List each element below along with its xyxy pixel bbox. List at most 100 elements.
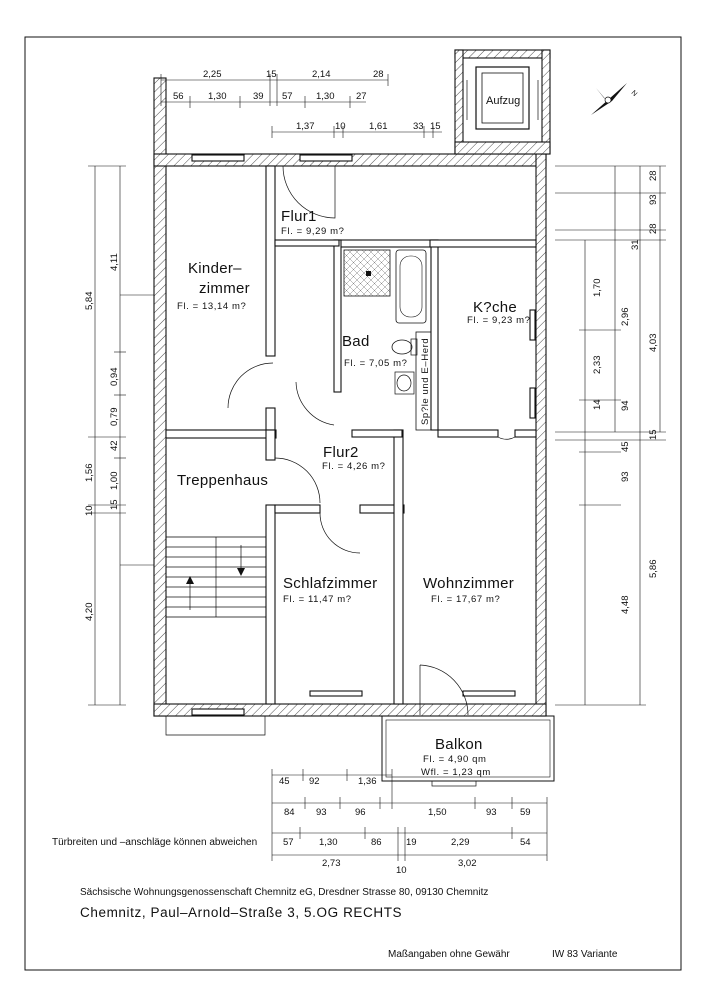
windows (191, 154, 536, 716)
compass-north-label: N (630, 89, 639, 98)
dim-left: 10 (84, 505, 95, 516)
dim-bottom: 19 (406, 837, 417, 848)
dim-right: 15 (648, 429, 659, 440)
dimension-lines (88, 74, 666, 861)
kinderzimmer-label-line1: Kinder– (188, 260, 242, 277)
walls (153, 49, 551, 717)
dim-top: 33 (413, 121, 424, 132)
dim-bottom: 1,36 (358, 776, 377, 787)
dim-bottom: 93 (486, 807, 497, 818)
dim-bottom: 92 (309, 776, 320, 787)
dim-top: 27 (356, 91, 367, 102)
dim-top: 1,30 (316, 91, 335, 102)
dim-left: 0,94 (109, 368, 120, 387)
dim-top: 57 (282, 91, 293, 102)
disclaimer: Maßangaben ohne Gewähr (388, 949, 510, 960)
dim-bottom: 54 (520, 837, 531, 848)
dim-right: 14 (592, 399, 603, 410)
dim-bottom: 84 (284, 807, 295, 818)
dim-bottom: 96 (355, 807, 366, 818)
dim-left: 42 (109, 440, 120, 451)
variant-label: IW 83 Variante (552, 949, 618, 960)
schlafzimmer-area: Fl. = 11,47 m? (283, 594, 352, 605)
door-note: Türbreiten und –anschläge können abweich… (52, 837, 257, 848)
bad-area: Fl. = 7,05 m? (344, 358, 408, 369)
dim-top: 10 (335, 121, 346, 132)
elevator (466, 66, 539, 130)
flur2-area: Fl. = 4,26 m? (322, 461, 386, 472)
dim-right: 4,48 (620, 596, 631, 615)
dim-right: 2,33 (592, 356, 603, 375)
staircase (165, 536, 267, 618)
address-line: Chemnitz, Paul–Arnold–Straße 3, 5.OG REC… (80, 905, 402, 920)
schlafzimmer-label: Schlafzimmer (283, 575, 377, 592)
balcony (165, 715, 555, 787)
wohnzimmer-label: Wohnzimmer (423, 575, 514, 592)
dim-bottom: 57 (283, 837, 294, 848)
kinderzimmer-label-line2: zimmer (199, 280, 250, 297)
dim-left: 4,11 (109, 253, 120, 271)
dim-bottom: 2,29 (451, 837, 470, 848)
dim-bottom: 3,02 (458, 858, 477, 869)
dim-top: 39 (253, 91, 264, 102)
dim-right: 1,70 (592, 279, 603, 298)
dim-right: 2,96 (620, 308, 631, 327)
dim-bottom: 1,30 (319, 837, 338, 848)
dim-top: 28 (373, 69, 384, 80)
dim-bottom: 93 (316, 807, 327, 818)
dim-right: 28 (648, 170, 659, 181)
dim-top: 2,14 (312, 69, 331, 80)
dim-bottom: 45 (279, 776, 290, 787)
flur2-label: Flur2 (323, 444, 359, 461)
dim-left: 0,79 (109, 408, 120, 427)
dimension-texts-top: 2,25 15 2,14 28 56 1,30 39 57 1,30 27 1,… (173, 69, 441, 132)
door-swings (227, 165, 516, 716)
kinderzimmer-area: Fl. = 13,14 m? (177, 301, 246, 312)
kueche-area: Fl. = 9,23 m? (467, 315, 531, 326)
flur1-area: Fl. = 9,29 m? (281, 226, 345, 237)
dim-right: 94 (620, 400, 631, 411)
dim-right: 93 (620, 471, 631, 482)
balkon-label: Balkon (435, 736, 483, 753)
balkon-area: Fl. = 4,90 qm (423, 754, 487, 765)
wohnzimmer-area: Fl. = 17,67 m? (431, 594, 500, 605)
dim-right: 31 (630, 239, 641, 250)
bad-label: Bad (342, 333, 370, 350)
dim-top: 1,61 (369, 121, 388, 132)
balkon-living-area: Wfl. = 1,23 qm (421, 767, 491, 778)
dim-right: 45 (620, 441, 631, 452)
dim-bottom: 1,50 (428, 807, 447, 818)
bathroom-fixtures (343, 249, 432, 431)
compass-rose: N (591, 83, 638, 115)
dim-bottom: 59 (520, 807, 531, 818)
dimension-texts-bottom: 45 92 1,36 84 93 96 1,50 93 59 57 1,30 8… (279, 776, 531, 876)
dim-left: 1,56 (84, 464, 95, 483)
room-labels: Kinder– zimmer Fl. = 13,14 m? Flur1 Fl. … (177, 95, 531, 778)
treppenhaus-label: Treppenhaus (177, 472, 268, 489)
dim-top: 56 (173, 91, 184, 102)
dim-top: 1,30 (208, 91, 227, 102)
dim-left: 5,84 (84, 292, 95, 311)
dim-left: 4,20 (84, 603, 95, 622)
dim-top: 1,37 (296, 121, 315, 132)
dim-bottom: 10 (396, 865, 407, 876)
spuele-label: Sp?le und E–Herd (420, 338, 431, 425)
dim-top: 2,25 (203, 69, 222, 80)
dimension-texts-left: 5,84 1,56 10 4,20 4,11 0,94 0,79 42 1,00… (84, 253, 120, 621)
dim-top: 15 (430, 121, 441, 132)
title-block: Türbreiten und –anschläge können abweich… (52, 837, 618, 960)
dim-right: 28 (648, 223, 659, 234)
company-line: Sächsische Wohnungsgenossenschaft Chemni… (80, 887, 488, 898)
dim-left: 1,00 (109, 472, 120, 491)
flur1-label: Flur1 (281, 208, 317, 225)
dim-right: 5,86 (648, 560, 659, 579)
kueche-label: K?che (473, 299, 517, 316)
dim-right: 93 (648, 194, 659, 205)
dim-bottom: 2,73 (322, 858, 341, 869)
dimension-texts-right: 28 93 31 28 1,70 2,33 14 94 45 93 4,48 2… (592, 170, 659, 614)
drawing-frame (24, 36, 682, 971)
aufzug-label: Aufzug (486, 95, 520, 107)
dim-top: 15 (266, 69, 277, 80)
dim-left: 15 (109, 499, 120, 510)
